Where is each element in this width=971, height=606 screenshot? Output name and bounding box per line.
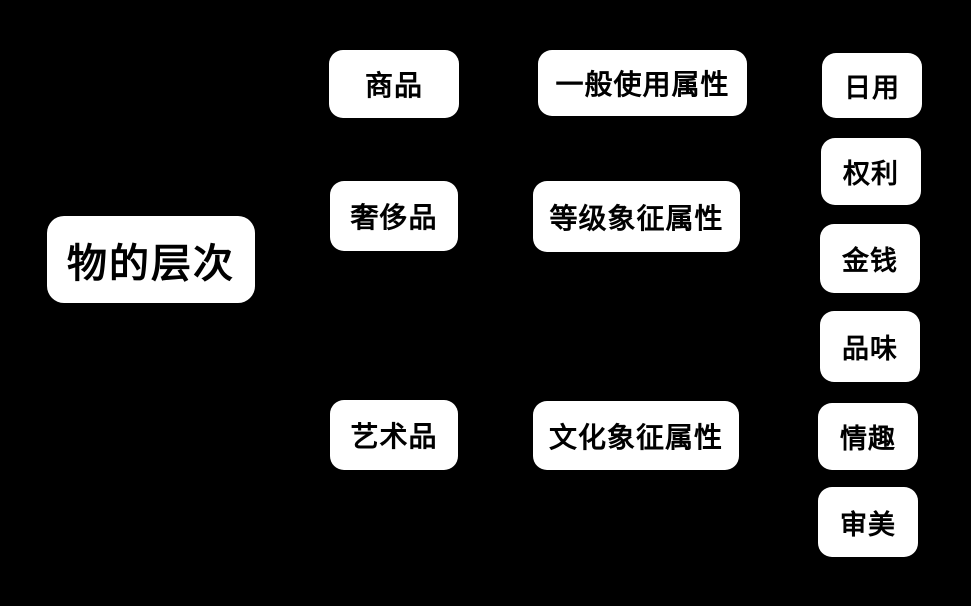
node-level-luxury: 奢侈品 — [330, 181, 458, 251]
node-value-taste: 品味 — [820, 311, 920, 382]
node-value-rights: 权利 — [821, 138, 921, 205]
node-value-aesthetics: 审美 — [818, 487, 918, 557]
node-value-money: 金钱 — [820, 224, 920, 293]
node-value-daily-use: 日用 — [822, 53, 922, 118]
node-attr-general-use: 一般使用属性 — [538, 50, 747, 116]
node-attr-status-symbol: 等级象征属性 — [533, 181, 740, 252]
node-level-commodity: 商品 — [329, 50, 459, 118]
node-root-object-levels: 物的层次 — [47, 216, 255, 303]
node-attr-cultural-symbol: 文化象征属性 — [533, 401, 739, 470]
node-level-artwork: 艺术品 — [330, 400, 458, 470]
node-value-delight: 情趣 — [818, 403, 918, 470]
